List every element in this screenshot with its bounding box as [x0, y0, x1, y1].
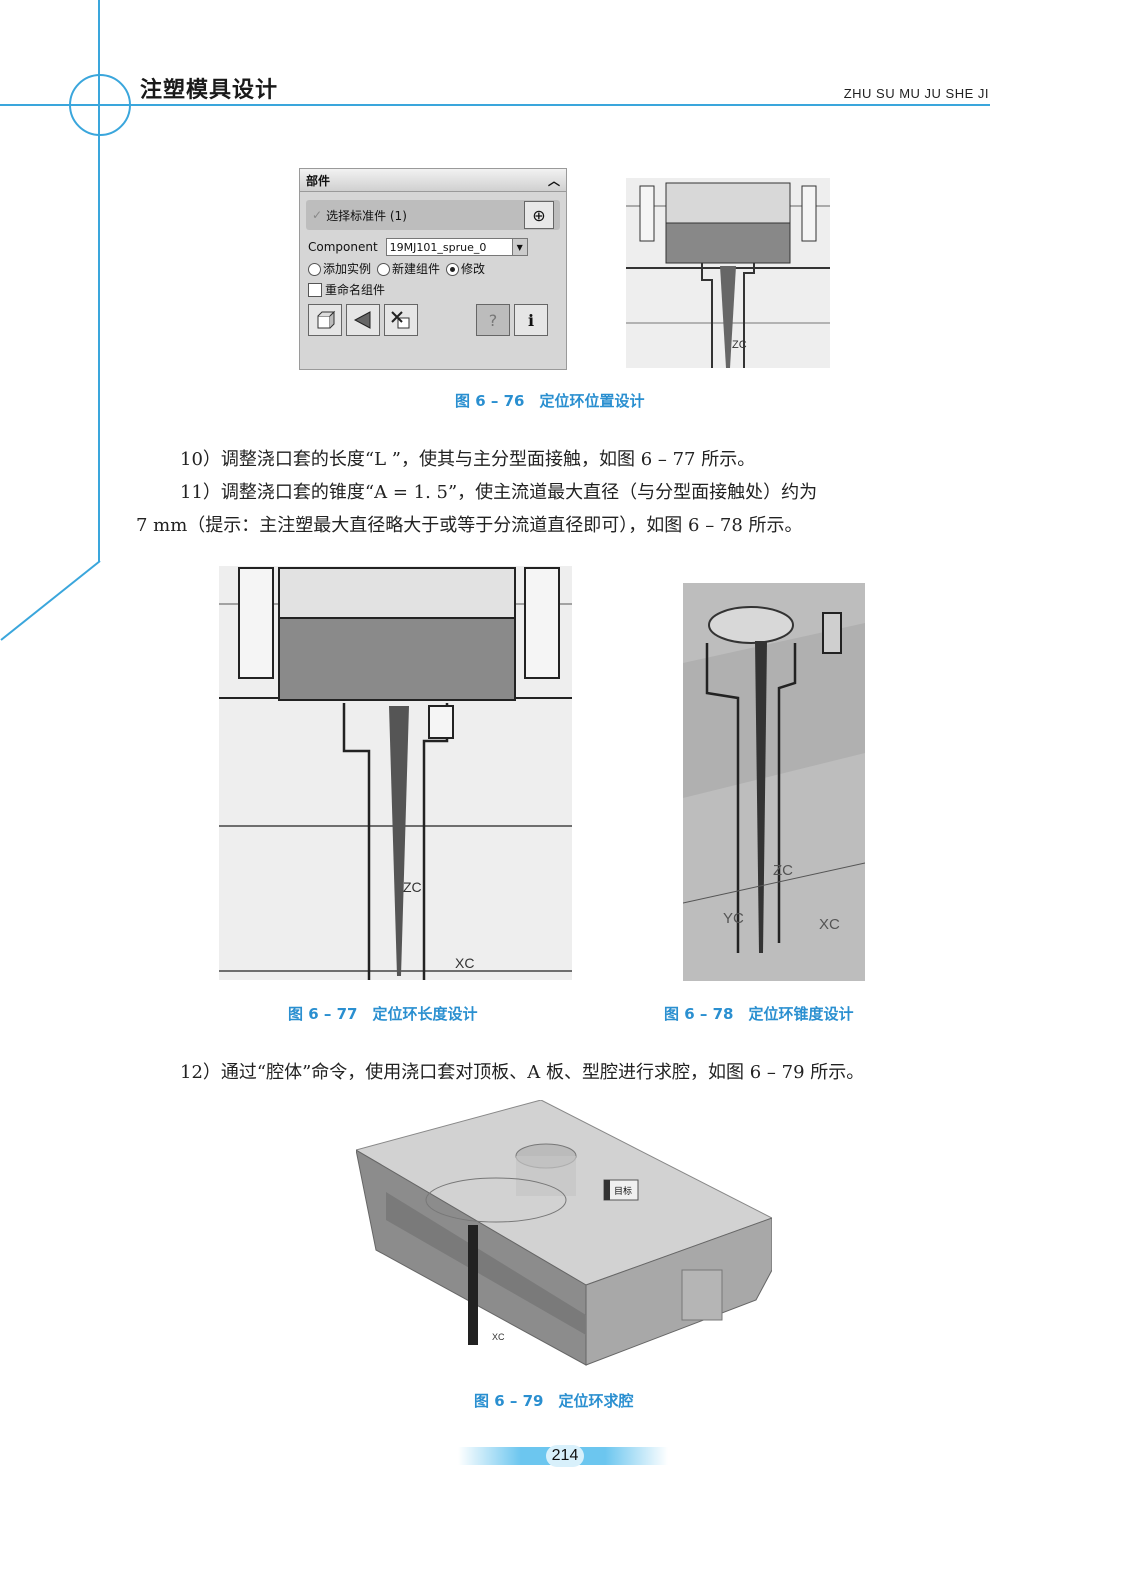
fig79-target-label: 目标	[614, 1185, 632, 1196]
dropdown-arrow-icon[interactable]: ▼	[511, 239, 527, 255]
info-button[interactable]: i	[514, 304, 548, 336]
fig78-caption: 图 6 – 78 定位环锥度设计	[664, 1005, 854, 1023]
radio-modify-label: 修改	[461, 262, 486, 276]
fig77-zc-label: ZC	[403, 879, 422, 895]
fig76-caption: 图 6 – 76 定位环位置设计	[455, 392, 645, 410]
component-panel: 部件 ︿ ✓ 选择标准件 (1) ⊕ Component 19MJ101_spr…	[299, 168, 567, 370]
help-icon: ?	[488, 310, 498, 330]
delete-component-button[interactable]	[384, 304, 418, 336]
fig78-xc-label: XC	[819, 916, 840, 933]
fig78-sprue-taper-drawing: ZC YC XC	[683, 583, 865, 981]
delete-cube-icon	[391, 311, 410, 329]
radio-new-label: 新建组件	[392, 262, 441, 276]
fig77-sprue-length-drawing: ZC XC	[219, 566, 572, 980]
fig77-xc-label: XC	[455, 955, 474, 971]
select-standard-part-row[interactable]: ✓ 选择标准件 (1) ⊕	[306, 200, 560, 230]
help-button[interactable]: ?	[476, 304, 510, 336]
rename-component-label: 重命名组件	[325, 283, 386, 297]
reposition-button[interactable]	[308, 304, 342, 336]
paragraph-10: 10）调整浇口套的长度“L ”，使其与主分型面接触，如图 6 – 77 所示。	[180, 449, 756, 470]
page-number: 214	[546, 1445, 584, 1467]
collapse-chevron-icon[interactable]: ︿	[547, 173, 560, 188]
book-title: 注塑模具设计	[140, 78, 279, 103]
triangle-flip-icon	[353, 311, 371, 329]
info-icon: i	[527, 310, 535, 330]
fig78-yc-label: YC	[723, 910, 744, 927]
margin-diagonal-line	[0, 560, 101, 641]
fig79-mold-cavity-drawing: 目标 XC	[356, 1100, 772, 1366]
crosshair-select-button[interactable]: ⊕	[524, 201, 554, 229]
radio-new-component[interactable]: 新建组件	[377, 260, 440, 277]
checkbox-box[interactable]	[308, 282, 322, 297]
select-standard-part-label: 选择标准件 (1)	[326, 208, 407, 223]
paragraph-12: 12）通过“腔体”命令，使用浇口套对顶板、A 板、型腔进行求腔，如图 6 – 7…	[180, 1062, 865, 1083]
component-dropdown[interactable]: 19MJ101_sprue_0 ▼	[385, 238, 528, 256]
fig76-zc-label: ZC	[732, 339, 747, 351]
radio-modify[interactable]: 修改	[446, 260, 485, 277]
component-label: Component	[308, 240, 378, 254]
header-rule	[0, 104, 990, 106]
fig77-caption: 图 6 – 77 定位环长度设计	[288, 1005, 478, 1023]
paragraph-11-line2: 7 mm（提示：主注塑最大直径略大于或等于分流道直径即可），如图 6 – 78 …	[136, 515, 803, 536]
header-circle-ornament	[69, 74, 131, 136]
fig79-xc-label: XC	[492, 1332, 505, 1342]
panel-title: 部件	[306, 173, 331, 188]
radio-add-instance[interactable]: 添加实例	[308, 260, 371, 277]
fig78-zc-label: ZC	[773, 862, 793, 879]
book-pinyin: ZHU SU MU JU SHE JI	[843, 86, 989, 101]
rename-component-checkbox[interactable]: 重命名组件	[308, 281, 560, 298]
fig76-sprue-drawing: ZC	[626, 178, 830, 368]
radio-add-label: 添加实例	[323, 262, 372, 276]
cube-rotate-icon	[317, 310, 336, 329]
component-dropdown-value: 19MJ101_sprue_0	[389, 240, 487, 254]
paragraph-11-line1: 11）调整浇口套的锥度“A = 1. 5”，使主流道最大直径（与分型面接触处）约…	[180, 482, 818, 503]
margin-vertical-line	[98, 0, 100, 562]
check-icon: ✓	[312, 208, 323, 222]
panel-header[interactable]: 部件 ︿	[300, 169, 566, 192]
flip-direction-button[interactable]	[346, 304, 380, 336]
fig79-caption: 图 6 – 79 定位环求腔	[474, 1392, 634, 1410]
